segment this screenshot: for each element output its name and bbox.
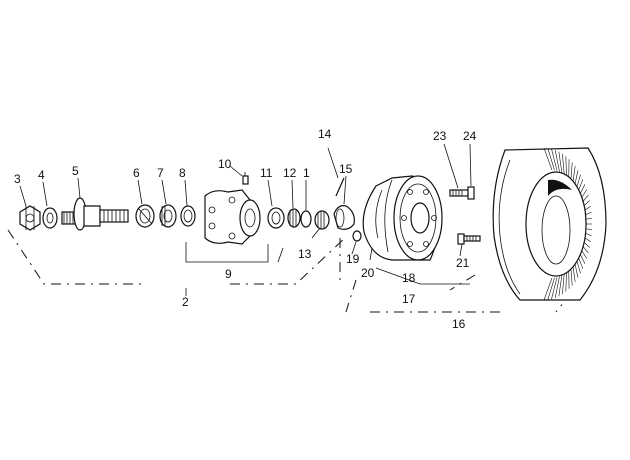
tread-line bbox=[551, 277, 558, 300]
callout-21: 21 bbox=[456, 256, 470, 270]
dust-cap-part bbox=[333, 205, 355, 230]
tire-part bbox=[492, 147, 607, 301]
callout-13: 13 bbox=[298, 247, 312, 261]
callout-leaders bbox=[19, 143, 472, 261]
tread-line bbox=[565, 156, 567, 176]
cotter-pin-part bbox=[335, 177, 345, 197]
tread-line bbox=[543, 147, 553, 171]
assembly-lines bbox=[7, 229, 573, 313]
callout-17: 17 bbox=[402, 292, 416, 306]
bearing-cone-part bbox=[159, 204, 177, 228]
bearing-cup-part bbox=[135, 204, 155, 228]
tread-line bbox=[558, 151, 563, 173]
tread-line bbox=[554, 276, 560, 298]
callout-6: 6 bbox=[133, 166, 140, 180]
callout-20: 20 bbox=[361, 266, 375, 280]
callout-4: 4 bbox=[38, 168, 45, 182]
seal-part bbox=[180, 205, 196, 227]
tread-line bbox=[554, 150, 560, 172]
rim-bolt-part bbox=[457, 233, 481, 245]
tread-line bbox=[547, 148, 555, 171]
hub-part bbox=[204, 189, 261, 245]
callout-labels: 3 4 5 6 7 8 10 11 12 1 14 15 9 13 2 19 2… bbox=[14, 127, 477, 331]
lug-bolt-part bbox=[449, 186, 475, 200]
tread-line bbox=[551, 148, 558, 171]
tread-line bbox=[572, 265, 576, 282]
tread-line bbox=[543, 277, 553, 301]
inner-bearing-part bbox=[287, 208, 301, 228]
callout-1: 1 bbox=[303, 166, 310, 180]
valve-stem-part bbox=[352, 230, 362, 242]
wheel-rim-part bbox=[362, 175, 443, 261]
callout-3: 3 bbox=[14, 172, 21, 186]
callout-24: 24 bbox=[463, 129, 477, 143]
tread-line bbox=[565, 272, 567, 292]
callout-9: 9 bbox=[225, 267, 232, 281]
grease-fitting-part bbox=[242, 172, 249, 185]
callout-10: 10 bbox=[218, 157, 232, 171]
washer-part bbox=[42, 207, 58, 229]
callout-19: 19 bbox=[346, 252, 360, 266]
tread-line bbox=[558, 275, 563, 297]
spacer-part bbox=[300, 210, 312, 228]
callout-18: 18 bbox=[402, 271, 416, 285]
callout-14: 14 bbox=[318, 127, 332, 141]
callout-2: 2 bbox=[182, 295, 189, 309]
spindle-part bbox=[61, 197, 129, 231]
callout-16: 16 bbox=[452, 317, 466, 331]
tread-line bbox=[570, 162, 573, 181]
inner-seal-part bbox=[267, 207, 285, 229]
retainer-part bbox=[314, 210, 330, 230]
callout-11: 11 bbox=[260, 166, 273, 180]
callout-15: 15 bbox=[339, 162, 353, 176]
tread-line bbox=[547, 277, 555, 300]
tread-line bbox=[570, 267, 573, 286]
callout-12: 12 bbox=[283, 166, 297, 180]
callout-5: 5 bbox=[72, 164, 79, 178]
tread-line bbox=[572, 166, 576, 183]
callout-8: 8 bbox=[179, 166, 186, 180]
tread-line bbox=[562, 153, 565, 175]
callout-23: 23 bbox=[433, 129, 447, 143]
callout-7: 7 bbox=[157, 166, 164, 180]
lug-nut-part bbox=[19, 205, 41, 231]
tread-line bbox=[562, 273, 565, 295]
